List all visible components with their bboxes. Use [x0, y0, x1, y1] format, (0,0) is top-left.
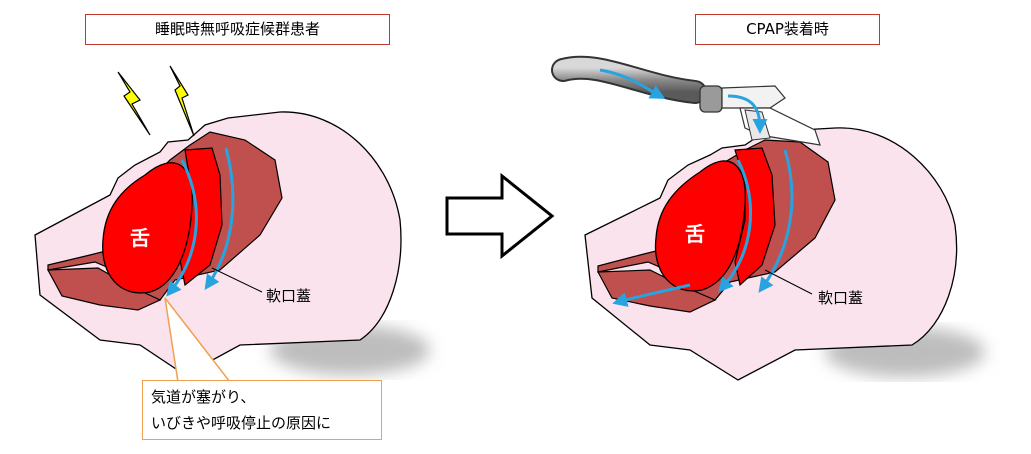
cpap-mask-icon	[551, 55, 821, 146]
callout-line-1: 気道が塞がり、	[151, 388, 256, 406]
airflow-arrow	[717, 159, 753, 293]
leader-line	[764, 269, 813, 295]
soft-palate-label-left: 軟口蓋	[266, 287, 312, 305]
tongue	[654, 160, 746, 292]
soft-palate-label-right: 軟口蓋	[818, 289, 864, 307]
left-panel	[34, 65, 430, 383]
airflow-arrow	[166, 159, 198, 297]
panel-title-left: 睡眠時無呼吸症候群患者	[85, 14, 390, 45]
jaw-tissue	[47, 267, 162, 311]
panel-title-right: CPAP装着時	[695, 14, 880, 45]
callout-box: 気道が塞がり、 いびきや呼吸停止の原因に	[142, 380, 382, 440]
leader-line	[211, 267, 263, 293]
lightning-bolt-icon	[117, 71, 151, 136]
right-panel	[551, 55, 985, 381]
callout-line-2: いびきや呼吸停止の原因に	[151, 414, 332, 432]
tongue-label-left: 舌	[130, 226, 150, 250]
arrow-right-icon	[445, 172, 555, 260]
lightning-bolt-icon	[169, 65, 195, 137]
airflow-arrow	[204, 147, 235, 290]
airflow-arrow	[758, 149, 794, 293]
airflow-arrow	[612, 283, 691, 307]
tongue-label-right: 舌	[685, 222, 705, 246]
